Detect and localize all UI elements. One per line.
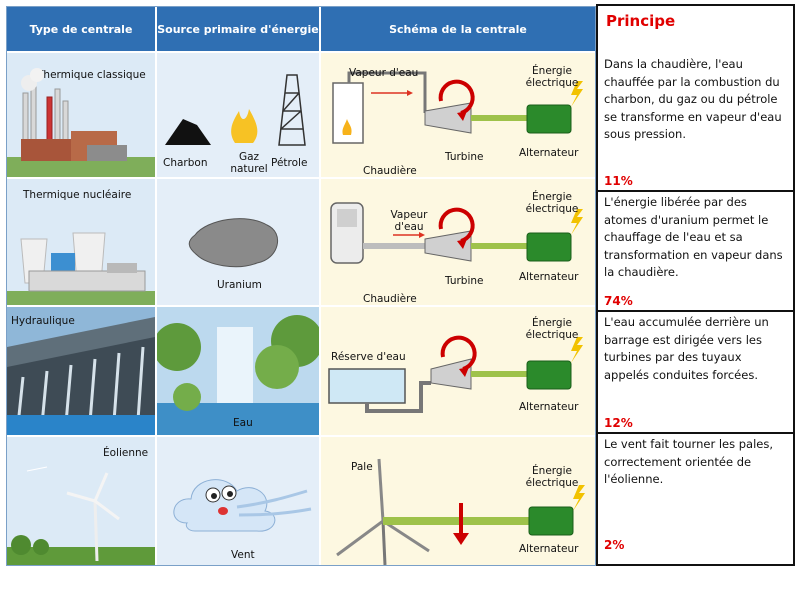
turbine-label: Turbine (445, 151, 484, 163)
turbine-icon (424, 102, 472, 134)
alternator-label: Alternateur (519, 271, 579, 283)
factory-icon (7, 68, 155, 177)
lightning-icon (573, 485, 585, 511)
row-hydro-schema: Réserve d'eau Énergie électrique Alterna… (321, 307, 595, 435)
row-thermal-sources: Charbon Gaz naturel Pétrole (157, 53, 319, 177)
waterfall-icon (157, 307, 319, 435)
nuclear-plant-icon (7, 232, 155, 305)
row-type-label: Hydraulique (11, 315, 75, 327)
energy-label: Énergie électrique (525, 191, 579, 215)
coal-pile-icon (165, 119, 211, 145)
reservoir-icon (328, 368, 406, 404)
alternator-icon (526, 232, 572, 262)
row-nuclear-schema: Vapeur d'eau Chaudière Turbine Énergie é… (321, 179, 595, 305)
wind-cloud-icon (173, 479, 312, 532)
alternator-label: Alternateur (519, 401, 579, 413)
alternator-label: Alternateur (519, 147, 579, 159)
header-schema: Schéma de la centrale (321, 7, 595, 51)
row-thermal-schema: Vapeur d'eau Chaudière Turbine Énergie é… (321, 53, 595, 177)
dam-icon (7, 307, 155, 435)
source-water-label: Eau (233, 417, 253, 429)
source-oil-label: Pétrole (271, 157, 308, 169)
energy-label: Énergie électrique (525, 65, 579, 89)
steam-label: Vapeur d'eau (349, 67, 419, 79)
alternator-label: Alternateur (519, 543, 579, 555)
row-type-label: Thermique classique (37, 69, 146, 81)
alternator-icon (526, 360, 572, 390)
principe-text-wind: Le vent fait tourner les pales, correcte… (604, 437, 774, 486)
source-coal-label: Charbon (163, 157, 208, 169)
principe-divider (598, 310, 793, 312)
energy-label: Énergie électrique (525, 317, 579, 341)
turbine-icon (430, 358, 472, 390)
row-nuclear-sources: Uranium (157, 179, 319, 305)
principe-percent-wind: 2% (604, 538, 625, 552)
boiler-label: Chaudière (363, 293, 417, 305)
turbine-label: Turbine (445, 275, 484, 287)
row-wind-sources: Vent (157, 437, 319, 565)
boiler-label: Chaudière (363, 165, 417, 177)
principe-divider (598, 190, 793, 192)
lightning-icon (571, 209, 583, 235)
principe-panel: Principe Dans la chaudière, l'eau chauff… (596, 4, 795, 566)
wind-turbine-icon (7, 466, 155, 565)
blade-icon (377, 458, 385, 522)
uranium-rock-icon (188, 218, 278, 268)
blade-label: Pale (351, 461, 373, 473)
energy-label: Énergie électrique (525, 465, 579, 489)
alternator-icon (526, 104, 572, 134)
header-source: Source primaire d'énergie (157, 7, 319, 51)
alternator-icon (528, 506, 574, 536)
row-type-label: Thermique nucléaire (23, 189, 132, 201)
arrow-icon (453, 533, 469, 545)
row-wind-schema: Pale Énergie électrique Alternateur (321, 437, 595, 565)
row-type-label: Éolienne (103, 447, 149, 459)
principe-percent-hydro: 12% (604, 416, 633, 430)
source-uranium-label: Uranium (217, 279, 262, 291)
principe-text-thermal: Dans la chaudière, l'eau chauffée par la… (604, 57, 782, 141)
principe-percent-thermal: 11% (604, 174, 633, 188)
gas-flame-icon (231, 109, 258, 143)
source-wind-label: Vent (231, 549, 255, 561)
principe-divider (598, 432, 793, 434)
steam-label: Vapeur d'eau (390, 209, 428, 233)
principe-text-hydro: L'eau accumulée derrière un barrage est … (604, 315, 769, 382)
reservoir-label: Réserve d'eau (331, 351, 406, 363)
oil-derrick-icon (278, 74, 306, 146)
source-gas-label: Gaz naturel (230, 151, 268, 175)
principe-title: Principe (606, 12, 676, 30)
principe-percent-nuclear: 74% (604, 294, 633, 308)
row-thermal-type: Thermique classique (7, 53, 155, 177)
power-plants-table: Type de centrale Source primaire d'énerg… (6, 6, 596, 566)
row-wind-type: Éolienne (7, 437, 155, 565)
lightning-icon (571, 81, 583, 107)
row-nuclear-type: Thermique nucléaire (7, 179, 155, 305)
principe-text-nuclear: L'énergie libérée par des atomes d'urani… (604, 195, 783, 279)
row-hydro-sources: Eau (157, 307, 319, 435)
header-type: Type de centrale (7, 7, 155, 51)
lightning-icon (571, 337, 583, 363)
row-hydro-type: Hydraulique (7, 307, 155, 435)
turbine-icon (424, 230, 472, 262)
